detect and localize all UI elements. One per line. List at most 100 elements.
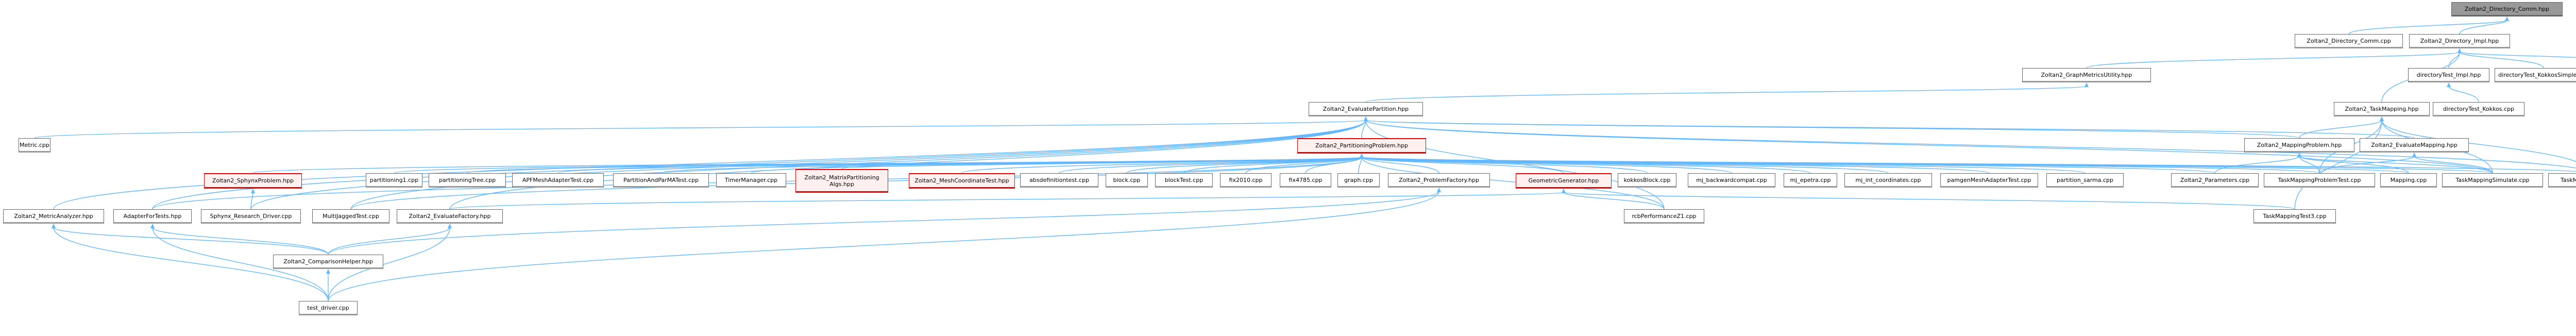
graph-node-mj-backward[interactable]: mj_backwardcompat.cpp bbox=[1688, 173, 1775, 188]
edge-rcbperf-to-part_problem bbox=[1361, 157, 1665, 210]
edge-arrowhead bbox=[326, 269, 330, 274]
graph-node-mj-int[interactable]: mj_int_coordinates.cpp bbox=[1844, 173, 1932, 188]
graph-node-geomgen[interactable]: GeometricGenerator.hpp bbox=[1516, 173, 1612, 189]
edge-eval_partition-to-graph_metrics bbox=[1365, 86, 2087, 103]
edge-tmtest-to-eval_partition bbox=[1365, 120, 2576, 169]
edge-comparisonhelper-to-adapterfortests bbox=[152, 227, 329, 255]
graph-node-graph-metrics[interactable]: Zoltan2_GraphMetricsUtility.hpp bbox=[2022, 68, 2151, 82]
edge-geomgen-to-part_problem bbox=[1361, 157, 1564, 174]
graph-node-tmproblemtest[interactable]: TaskMappingProblemTest.cpp bbox=[2264, 173, 2375, 188]
graph-node-part-problem[interactable]: Zoltan2_PartitioningProblem.hpp bbox=[1297, 138, 1426, 154]
graph-node-blocktest[interactable]: blockTest.cpp bbox=[1155, 173, 1213, 188]
graph-node-partparma[interactable]: PartitionAndParMATest.cpp bbox=[613, 173, 709, 188]
edge-comparisonhelper-to-metricanalyzer bbox=[53, 227, 329, 255]
edge-comparisonhelper-to-evalfactory bbox=[328, 227, 450, 255]
edge-dt_kokkossimple-to-dir_impl_hpp bbox=[2459, 52, 2544, 69]
graph-node-dir-comm-cpp[interactable]: Zoltan2_Directory_Comm.cpp bbox=[2295, 34, 2403, 48]
graph-node-block[interactable]: block.cpp bbox=[1106, 173, 1148, 188]
graph-node-matrixpart[interactable]: Zoltan2_MatrixPartitioning Algs.hpp bbox=[795, 169, 888, 193]
edge-testdriver-to-adapterfortests bbox=[152, 227, 329, 301]
edge-fix2010-to-part_problem bbox=[1245, 157, 1362, 174]
edge-arrowhead bbox=[448, 224, 452, 228]
edge-tmproblemtest-to-mapping_problem bbox=[2299, 156, 2320, 174]
graph-node-tmtest3[interactable]: TaskMappingTest3.cpp bbox=[2253, 209, 2336, 224]
edge-testdriver-to-metricanalyzer bbox=[53, 227, 329, 301]
edge-testdriver-to-problemfactory bbox=[328, 191, 1439, 301]
edge-dt_findunique-to-dir_impl_hpp bbox=[2459, 52, 2576, 58]
graph-node-eval-mapping[interactable]: Zoltan2_EvaluateMapping.hpp bbox=[2360, 138, 2469, 153]
edge-mapping_problem-to-eval_partition bbox=[1365, 120, 2300, 139]
graph-node-graph[interactable]: graph.cpp bbox=[1337, 173, 1380, 188]
graph-node-mapping-problem[interactable]: Zoltan2_MappingProblem.hpp bbox=[2244, 138, 2354, 153]
edge-mapping_cpp-to-mapping_problem bbox=[2299, 156, 2409, 174]
graph-node-dt-kokkossimple[interactable]: directoryTest_KokkosSimple.cpp bbox=[2495, 68, 2576, 82]
edge-arrowhead bbox=[1562, 189, 1566, 193]
graph-node-dir-impl-hpp[interactable]: Zoltan2_Directory_Impl.hpp bbox=[2409, 34, 2510, 48]
edge-metricanalyzer-to-eval_partition bbox=[53, 120, 1366, 210]
edge-blocktest-to-part_problem bbox=[1183, 157, 1362, 174]
graph-node-absdef[interactable]: absdefinitiontest.cpp bbox=[1020, 173, 1098, 188]
edge-tmtest3-to-geomgen bbox=[1563, 192, 2295, 210]
graph-node-apfmesh[interactable]: APFMeshAdapterTest.cpp bbox=[512, 173, 604, 188]
graph-node-partitioningTree[interactable]: partitioningTree.cpp bbox=[429, 173, 506, 188]
graph-node-task-mapping[interactable]: Zoltan2_TaskMapping.hpp bbox=[2334, 102, 2430, 116]
edge-testdriver-to-evalfactory bbox=[328, 227, 450, 301]
edge-dt_impl_hpp-to-dir_impl_hpp bbox=[2448, 52, 2460, 69]
edge-metric_cpp-to-eval_partition bbox=[34, 120, 1366, 139]
graph-node-fix2010[interactable]: fix2010.cpp bbox=[1220, 173, 1272, 188]
edge-evalfactory-to-geomgen bbox=[449, 192, 1564, 210]
edge-tmsimulate-to-eval_mapping bbox=[2414, 156, 2493, 174]
graph-node-fix4785[interactable]: fix4785.cpp bbox=[1280, 173, 1331, 188]
edge-comparisonhelper-to-problemfactory bbox=[328, 191, 1439, 255]
graph-node-sphynx-problem[interactable]: Zoltan2_SphynxProblem.hpp bbox=[204, 173, 302, 189]
graph-node-sarma[interactable]: partition_sarma.cpp bbox=[2046, 173, 2124, 188]
edge-graph-to-part_problem bbox=[1358, 157, 1362, 174]
edge-arrowhead bbox=[2412, 153, 2416, 157]
edge-arrowhead bbox=[1360, 154, 1364, 158]
graph-node-dt-impl-hpp[interactable]: directoryTest_Impl.hpp bbox=[2408, 68, 2489, 82]
edge-eval_mapping-to-eval_partition bbox=[1365, 120, 2415, 139]
graph-node-mj-epetra[interactable]: mj_epetra.cpp bbox=[1784, 173, 1837, 188]
graph-node-timermanager[interactable]: TimerManager.cpp bbox=[716, 173, 786, 188]
edge-tmtest3-to-task_mapping bbox=[2294, 120, 2382, 210]
graph-node-eval-partition[interactable]: Zoltan2_EvaluatePartition.hpp bbox=[1309, 102, 1423, 116]
edge-mapping_cpp-to-part_problem bbox=[1361, 157, 2409, 174]
edge-tmsimulate-to-mapping_problem bbox=[2299, 156, 2493, 174]
graph-node-rcbperf[interactable]: rcbPerformanceZ1.cpp bbox=[1624, 209, 1704, 224]
edge-arrowhead bbox=[1437, 188, 1441, 192]
graph-node-adapterfortests[interactable]: AdapterForTests.hpp bbox=[113, 209, 192, 224]
edge-dir_impl_hpp-to-dir_comm_hpp bbox=[2459, 20, 2507, 35]
graph-node-tmtest[interactable]: TaskMappingTest.cpp bbox=[2548, 173, 2576, 188]
edge-arrowhead bbox=[52, 224, 56, 228]
graph-node-testdriver[interactable]: test_driver.cpp bbox=[299, 301, 358, 315]
graph-node-dir-comm-hpp[interactable]: Zoltan2_Directory_Comm.hpp bbox=[2451, 2, 2563, 16]
edge-arrowhead bbox=[2447, 82, 2451, 87]
edge-adapterfortests-to-eval_partition bbox=[152, 120, 1366, 210]
graph-node-evalfactory[interactable]: Zoltan2_EvaluateFactory.hpp bbox=[397, 209, 503, 224]
edge-matrixpart-to-part_problem bbox=[841, 157, 1362, 170]
graph-node-sphynx-driver[interactable]: Sphynx_Research_Driver.cpp bbox=[201, 209, 301, 224]
edge-graph_metrics-to-dir_impl_hpp bbox=[2086, 52, 2460, 69]
edge-tmproblemtest-to-eval_mapping bbox=[2319, 156, 2415, 174]
graph-node-comparisonhelper[interactable]: Zoltan2_ComparisonHelper.hpp bbox=[273, 255, 383, 269]
edge-timermanager-to-part_problem bbox=[751, 157, 1362, 174]
edge-arrowhead bbox=[2505, 16, 2509, 21]
graph-node-metricanalyzer[interactable]: Zoltan2_MetricAnalyzer.hpp bbox=[3, 209, 104, 224]
edge-arrowhead bbox=[2084, 82, 2089, 87]
graph-node-multijagged[interactable]: MultiJaggedTest.cpp bbox=[312, 209, 389, 224]
graph-node-partitioning1[interactable]: partitioning1.cpp bbox=[366, 173, 422, 188]
edge-arrowhead bbox=[1364, 116, 1368, 121]
graph-node-kokkosblock[interactable]: kokkosBlock.cpp bbox=[1618, 173, 1676, 188]
graph-node-parameters[interactable]: Zoltan2_Parameters.cpp bbox=[2171, 173, 2259, 188]
graph-node-metric-cpp[interactable]: Metric.cpp bbox=[19, 138, 50, 153]
graph-node-meshcoord[interactable]: Zoltan2_MeshCoordinateTest.hpp bbox=[909, 173, 1015, 189]
graph-node-dt-kokkos[interactable]: directoryTest_Kokkos.cpp bbox=[2433, 102, 2524, 116]
edge-arrowhead bbox=[150, 224, 155, 228]
graph-node-problemfactory[interactable]: Zoltan2_ProblemFactory.hpp bbox=[1388, 173, 1490, 188]
graph-node-pamgen[interactable]: pamgenMeshAdapterTest.cpp bbox=[1940, 173, 2038, 188]
edge-sphynx_driver-to-sphynx_problem bbox=[250, 192, 253, 210]
graph-node-mapping-cpp[interactable]: Mapping.cpp bbox=[2380, 173, 2437, 188]
edge-dir_comm_cpp-to-dir_comm_hpp bbox=[2348, 20, 2507, 35]
graph-node-tmsimulate[interactable]: TaskMappingSimulate.cpp bbox=[2442, 173, 2543, 188]
